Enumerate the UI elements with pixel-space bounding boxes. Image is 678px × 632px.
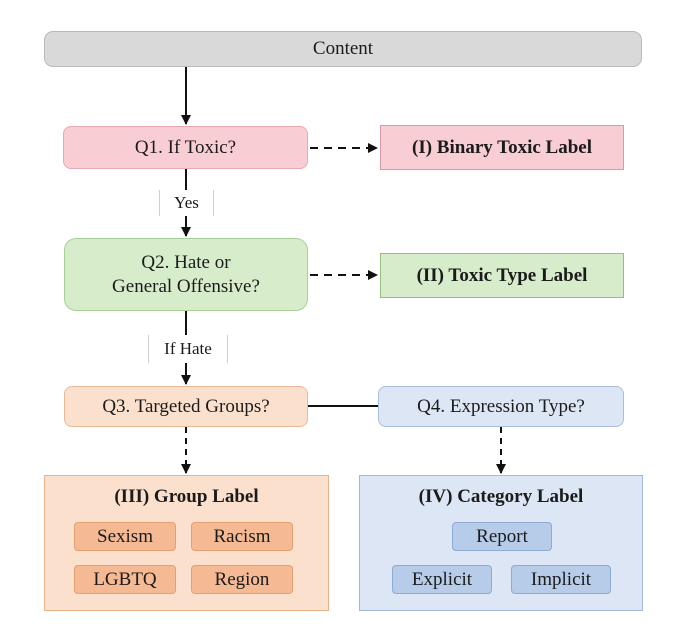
toxic-type-label-node: (II) Toxic Type Label [380, 253, 624, 298]
category-panel-title: (IV) Category Label [418, 486, 584, 507]
edge-label-yes: Yes [159, 190, 214, 216]
category-label-panel: (IV) Category Label Report Explicit Impl… [359, 475, 643, 611]
q2-line1: Q2. Hate or [141, 251, 231, 273]
chip-racism: Racism [191, 522, 293, 551]
chip-sexism: Sexism [74, 522, 176, 551]
group-label-panel: (III) Group Label Sexism Racism LGBTQ Re… [44, 475, 329, 611]
q3-node: Q3. Targeted Groups? [64, 386, 308, 427]
chip-implicit: Implicit [511, 565, 611, 594]
q2-node: Q2. Hate or General Offensive? [64, 238, 308, 311]
chip-report: Report [452, 522, 552, 551]
chip-lgbtq: LGBTQ [74, 565, 176, 594]
q4-node: Q4. Expression Type? [378, 386, 624, 427]
group-panel-title: (III) Group Label [114, 486, 259, 507]
q1-node: Q1. If Toxic? [63, 126, 308, 169]
content-node: Content [44, 31, 642, 67]
chip-explicit: Explicit [392, 565, 492, 594]
edge-label-if-hate: If Hate [148, 335, 228, 363]
binary-toxic-label-node: (I) Binary Toxic Label [380, 125, 624, 170]
chip-region: Region [191, 565, 293, 594]
q2-line2: General Offensive? [112, 275, 260, 297]
